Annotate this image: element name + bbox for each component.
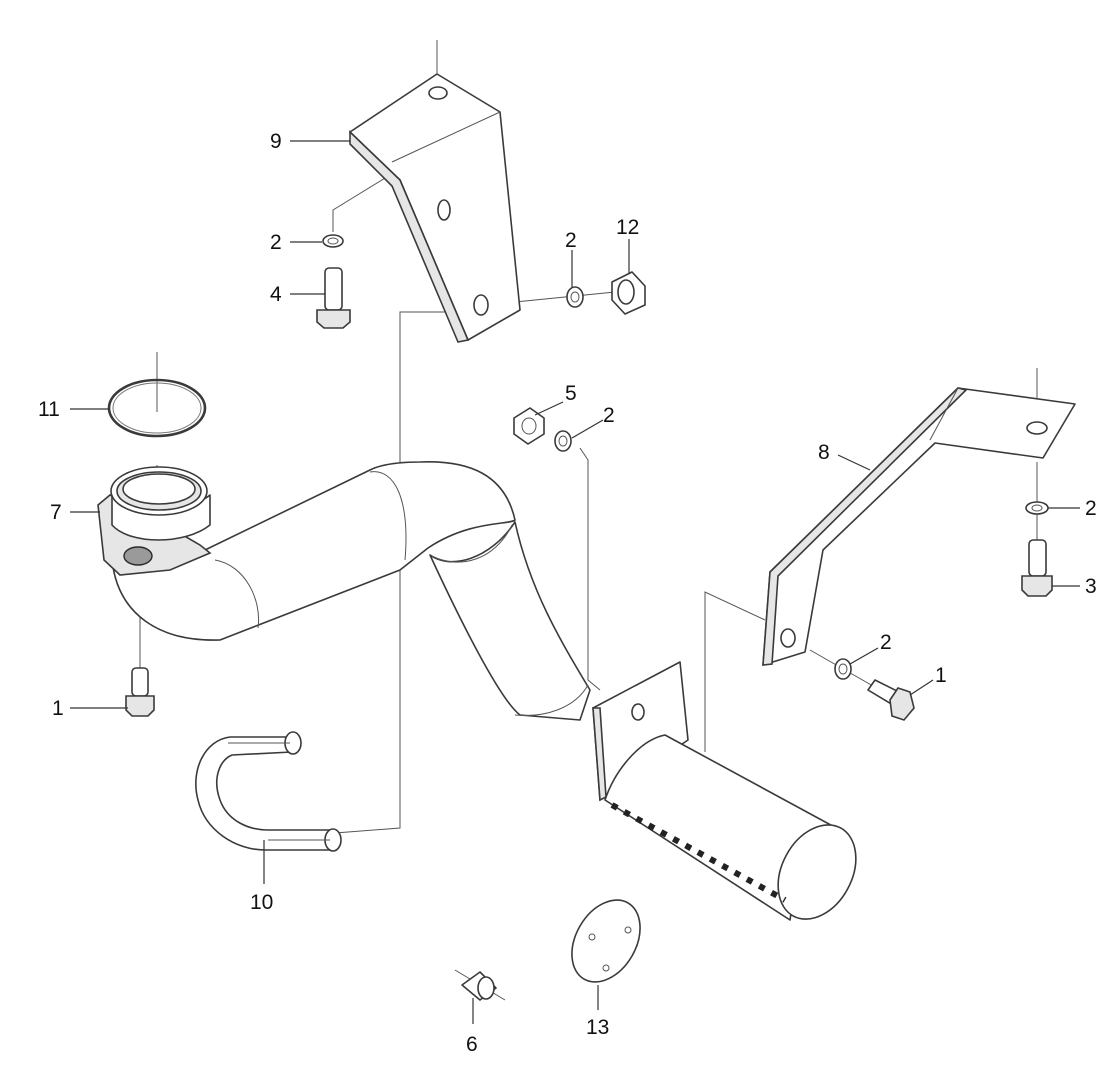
callout-13: 13 <box>586 1016 609 1039</box>
washer-part-2-d <box>1025 501 1049 515</box>
callout-2: 2 <box>603 404 615 427</box>
right-bracket-part-8 <box>762 387 1076 666</box>
callout-1: 1 <box>935 664 947 687</box>
callout-2: 2 <box>880 631 892 654</box>
callout-5: 5 <box>565 382 577 405</box>
callout-3: 3 <box>1085 575 1097 598</box>
callout-labels: 9 2 4 11 7 1 10 2 12 5 2 8 2 3 2 1 6 13 <box>38 130 1097 1056</box>
muffler-tail-pipe <box>592 661 857 921</box>
callout-9: 9 <box>270 130 282 153</box>
callout-4: 4 <box>270 283 282 306</box>
pipe-elbow-part-7 <box>97 461 591 721</box>
washer-part-2-b <box>566 286 584 308</box>
nut-part-5 <box>513 407 545 445</box>
callout-11: 11 <box>38 398 60 421</box>
callout-2: 2 <box>270 231 282 254</box>
callout-1: 1 <box>52 697 64 720</box>
u-bolt-part-10 <box>195 731 342 852</box>
bolt-part-1-right <box>867 679 915 721</box>
callout-12: 12 <box>616 216 639 239</box>
upper-bracket-part-9 <box>349 73 521 343</box>
callout-8: 8 <box>818 441 830 464</box>
washer-part-2-c <box>554 430 572 452</box>
callout-7: 7 <box>50 501 62 524</box>
callout-6: 6 <box>466 1033 478 1056</box>
bolt-part-1-left <box>125 667 155 717</box>
callout-2: 2 <box>1085 497 1097 520</box>
washer-part-2-a <box>322 234 344 248</box>
washer-part-2-e <box>834 658 852 680</box>
bolt-part-3 <box>1021 539 1053 597</box>
bolt-part-4 <box>316 267 351 329</box>
callout-10: 10 <box>250 891 273 914</box>
spacer-part-6 <box>461 971 497 1001</box>
o-ring-part-11 <box>107 378 207 438</box>
callout-2: 2 <box>565 229 577 252</box>
cover-plate-part-13 <box>571 899 641 983</box>
leader-lines <box>70 140 1080 1024</box>
nut-part-12 <box>611 271 646 315</box>
